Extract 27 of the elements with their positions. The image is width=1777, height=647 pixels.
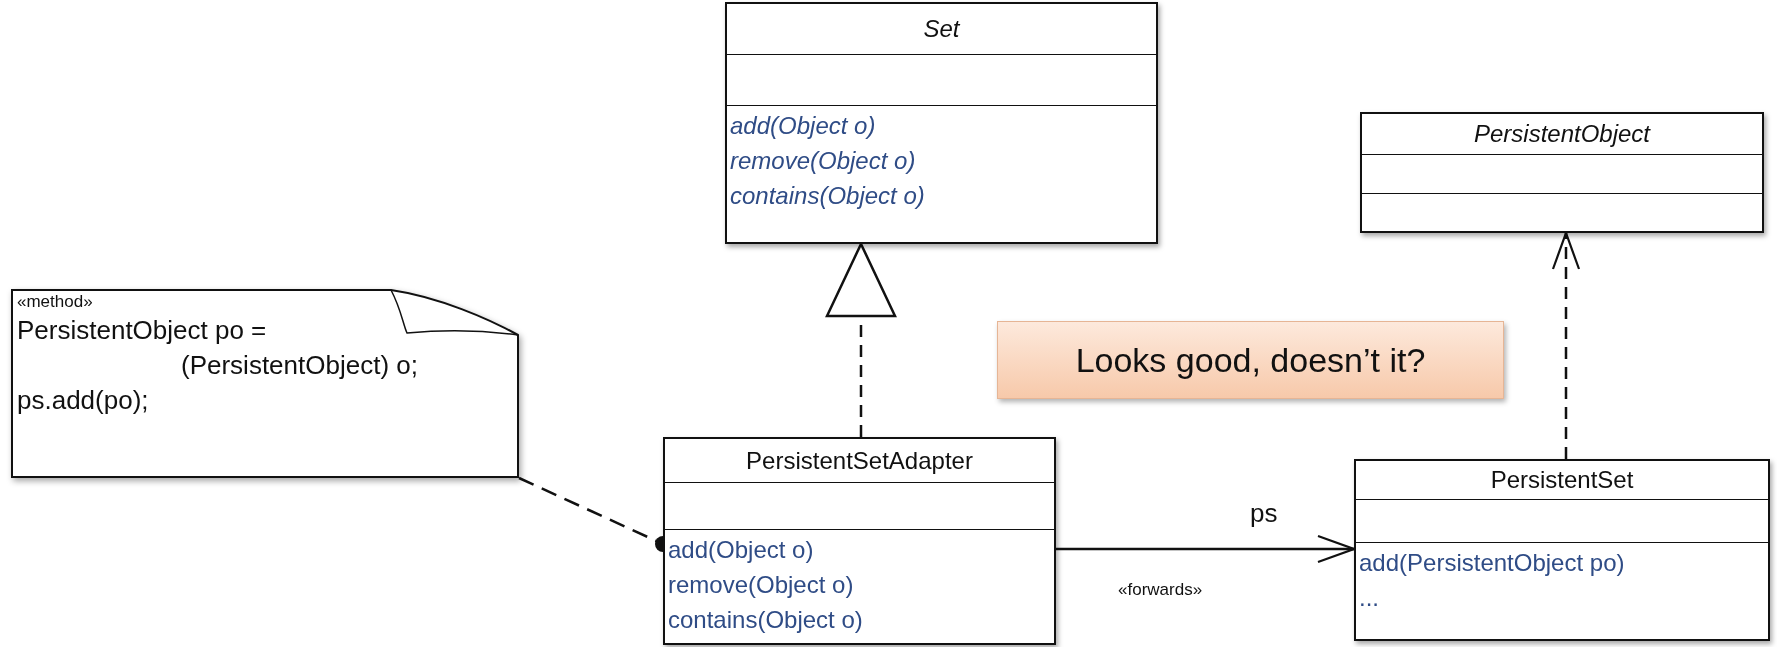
note-box [11, 289, 519, 478]
class-box [1360, 112, 1764, 233]
class-name: Set [923, 15, 960, 43]
stereotype-label: «forwards» [1118, 580, 1203, 600]
realization-arrow [825, 242, 897, 437]
method-signature: ... [1358, 583, 1380, 613]
method-signature: contains(Object o) [729, 181, 926, 211]
callout-box [997, 321, 1504, 399]
class-name: PersistentSetAdapter [746, 446, 973, 475]
code-line: PersistentObject po = [17, 315, 267, 346]
association-arrow [1056, 534, 1356, 564]
stereotype-label: «method» [17, 292, 93, 312]
method-signature: remove(Object o) [729, 146, 917, 176]
class-name: PersistentObject [1473, 120, 1651, 148]
dependency-arrow [1551, 231, 1581, 459]
method-signature: contains(Object o) [667, 605, 864, 635]
code-line: (PersistentObject) o; [181, 350, 418, 381]
class-name: PersistentSet [1490, 466, 1634, 494]
method-signature: remove(Object o) [667, 570, 855, 600]
code-line: ps.add(po); [17, 385, 149, 416]
method-signature: add(PersistentObject po) [1358, 548, 1626, 578]
class-box [1354, 459, 1770, 641]
callout-text: Looks good, doesn’t it? [1075, 340, 1426, 380]
method-signature: add(Object o) [729, 111, 877, 141]
method-signature: add(Object o) [667, 535, 815, 565]
class-box [663, 437, 1056, 645]
class-box [725, 2, 1158, 244]
